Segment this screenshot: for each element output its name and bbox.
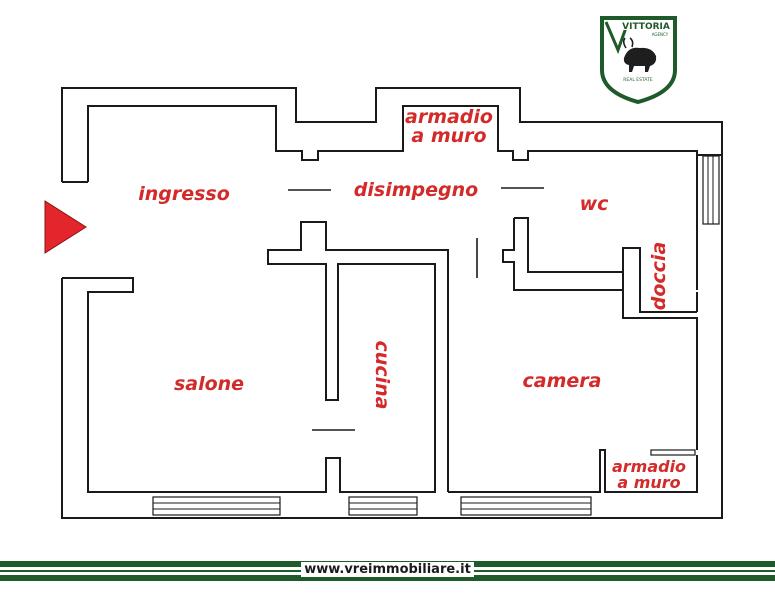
windows	[152, 155, 720, 516]
bull-icon	[622, 37, 657, 72]
room-label-disimpegno: disimpegno	[354, 179, 478, 201]
doors	[288, 187, 544, 431]
room-label-camera: camera	[523, 370, 602, 392]
agency-logo: VITTORIA AGENCY REAL ESTATE	[600, 16, 677, 105]
room-label-armadio-bottom-2: a muro	[617, 473, 680, 492]
footer-url[interactable]: www.vreimmobiliare.it	[0, 562, 775, 577]
room-label-armadio-top-1: armadio	[405, 106, 493, 128]
room-label-cucina: cucina	[371, 341, 393, 410]
room-label-armadio-bottom-1: armadio	[612, 457, 686, 476]
website-link[interactable]: www.vreimmobiliare.it	[301, 562, 474, 577]
logo-sub-bottom: REAL ESTATE	[623, 77, 653, 83]
room-label-armadio-top-2: a muro	[411, 125, 486, 147]
room-label-ingresso: ingresso	[138, 183, 230, 205]
logo-sub-top: AGENCY	[652, 32, 669, 37]
logo-brand: VITTORIA	[622, 22, 670, 32]
entrance-arrow-icon	[44, 200, 87, 254]
room-label-salone: salone	[174, 373, 244, 395]
walls	[61, 87, 723, 519]
room-label-wc: wc	[580, 193, 610, 215]
room-label-doccia: doccia	[648, 242, 670, 311]
room-labels: ingresso disimpegno armadio a muro wc do…	[138, 106, 686, 492]
